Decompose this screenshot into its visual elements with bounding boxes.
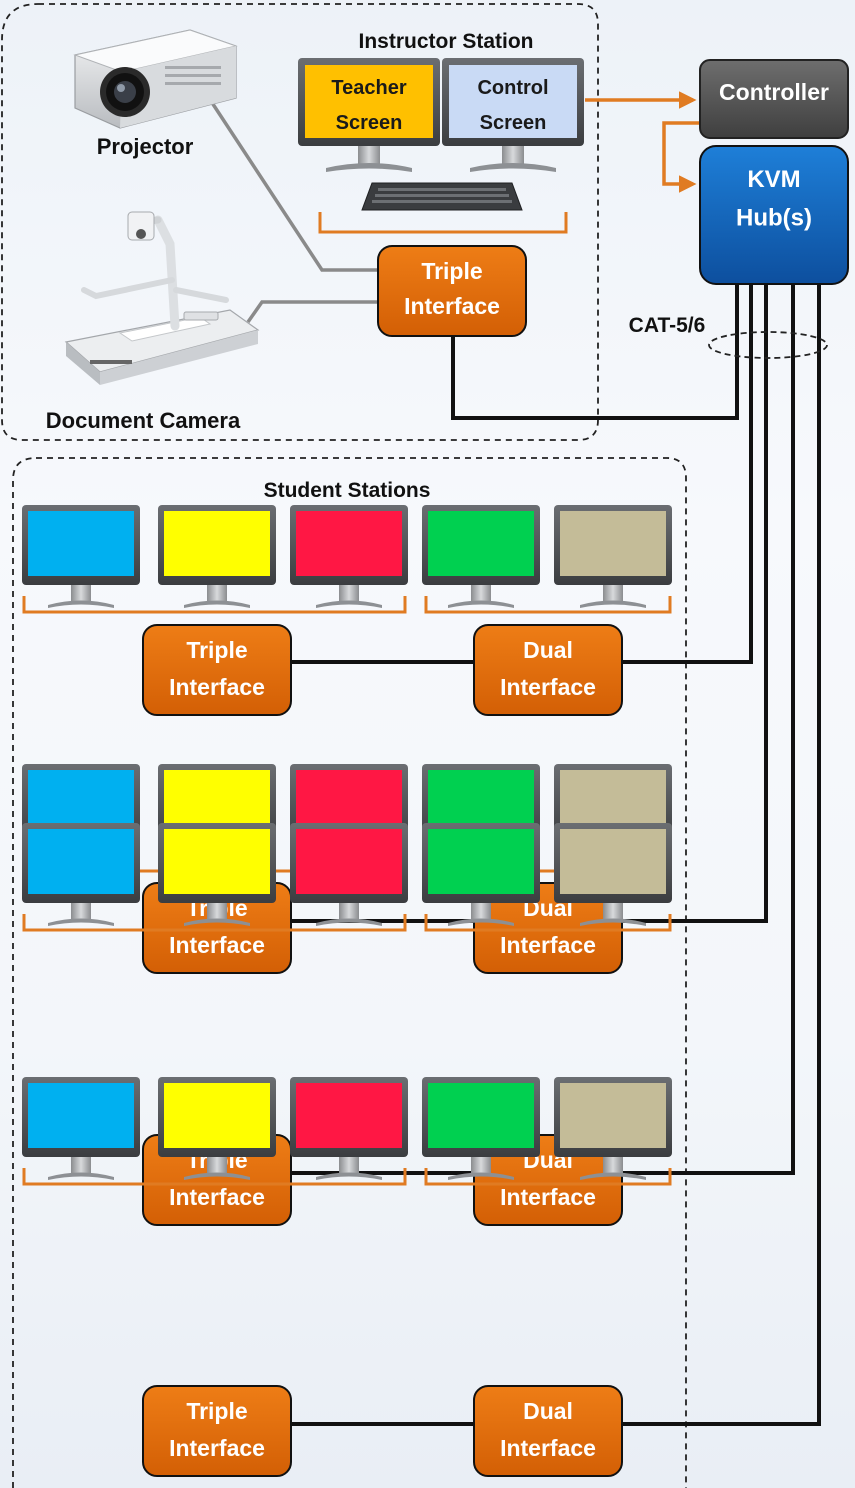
cable-row-4 [290,284,821,1426]
cable-row-3 [290,284,795,1175]
student-monitor [290,823,408,926]
student-stations-outline [12,457,687,1488]
student-screen [28,829,134,894]
triple-bracket [22,596,407,614]
controller-box: Controller [699,59,849,139]
triple-bracket [22,1168,407,1186]
projector-cable [203,91,378,272]
student-screen [428,511,534,576]
student-screen [164,1083,270,1148]
av-cables [203,91,378,324]
student-monitor [422,823,540,926]
student-monitor [158,823,276,926]
instructor-station-outline [1,3,599,441]
controller-to-kvm [662,121,700,193]
dual-bracket [424,914,672,932]
student-monitor [290,1077,408,1180]
instructor-bracket [318,212,568,234]
student-screen [28,511,134,576]
student-screen [296,1083,402,1148]
student-screen [28,1083,134,1148]
doc-camera-cable [246,300,378,324]
projector-label: Projector [97,134,194,159]
instructor-station-title: Instructor Station [358,30,533,53]
dual-bracket [424,596,672,614]
student-monitor [158,1077,276,1180]
cable-instructor [451,284,739,420]
control-links [585,91,700,193]
student-monitor [290,505,408,608]
control-screen [449,65,577,138]
document-camera-icon [64,211,260,385]
student-monitor [422,1077,540,1180]
student-station-rows: TripleInterfaceDualInterfaceTripleInterf… [22,505,672,1477]
student-monitor [22,505,140,608]
student-screen [560,1083,666,1148]
student-screen [296,511,402,576]
student-screen [560,511,666,576]
student-screen [428,1083,534,1148]
cables [290,284,821,1426]
student-screen [296,829,402,894]
controller-label: Controller [719,79,829,105]
student-screen [164,829,270,894]
student-monitor [422,505,540,608]
student-monitor [22,823,140,926]
student-stations-title: Student Stations [264,479,431,502]
student-screen [164,511,270,576]
student-monitor [554,1077,672,1180]
student-monitor [554,823,672,926]
cable-label: CAT-5/6 [629,314,706,337]
teacher-screen [305,65,433,138]
document-camera-label: Document Camera [46,408,241,433]
cable-bundle-ellipse [708,331,828,359]
student-monitor [158,505,276,608]
keyboard-icon [361,182,523,211]
student-monitor [554,505,672,608]
student-screen [428,829,534,894]
triple-bracket [22,914,407,932]
dual-bracket [424,1168,672,1186]
student-monitor [22,1077,140,1180]
cable-row-1 [290,284,753,664]
projector-icon [73,29,238,129]
student-screen [560,829,666,894]
